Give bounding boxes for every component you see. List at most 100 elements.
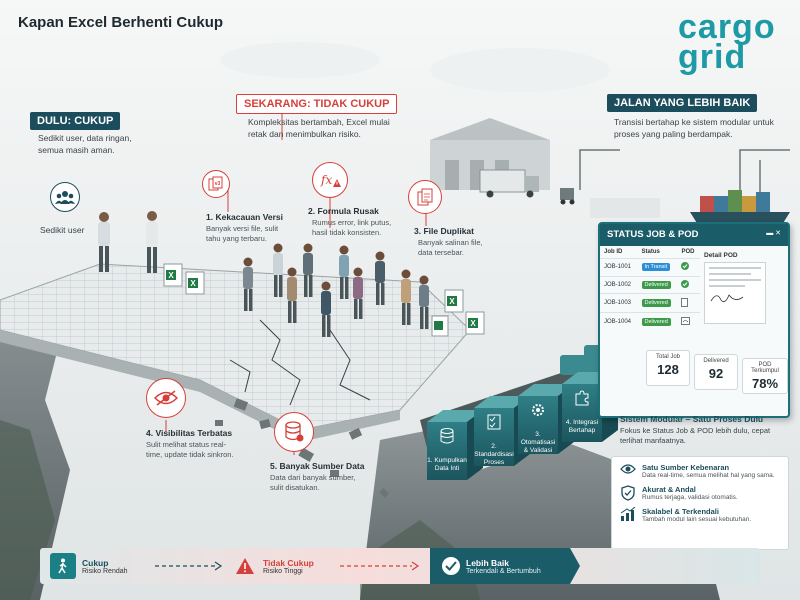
window-controls-icon[interactable]: ▬ ✕	[766, 230, 781, 237]
modular-system-callout: Sistem Modular – Satu Proses Dulu Fokus …	[620, 414, 790, 446]
modular-title: Sistem Modular – Satu Proses Dulu	[620, 414, 764, 424]
job-id-cell: JOB-1001	[600, 258, 638, 277]
block-4-label: 4. Integrasi Bertahap	[565, 419, 599, 434]
excel-file-icons: X X X X	[163, 263, 485, 337]
block-3-label: 3. Otomatisasi & Validasi	[520, 431, 556, 454]
kpi-label: POD Terkumpul	[751, 362, 779, 374]
pod-cell	[677, 293, 700, 313]
check-circle-icon	[681, 262, 690, 272]
section-header-sekarang: SEKARANG: TIDAK CUKUP	[236, 94, 398, 114]
gear-icon	[532, 404, 544, 416]
problem-3-desc: Banyak salinan file, data tersebar.	[418, 238, 483, 257]
benefit-1-title: Satu Sumber Kebenaran	[642, 463, 730, 472]
checklist-icon	[487, 414, 501, 430]
status-badge: Delivered	[641, 299, 671, 308]
kpi-pod-terkumpul: POD Terkumpul 78%	[742, 358, 788, 394]
section-header-dulu: DULU: CUKUP	[30, 112, 121, 130]
forklift-illustration	[560, 188, 575, 205]
truck-illustration	[479, 169, 539, 198]
problem-2-title: 2. Formula Rusak	[308, 206, 379, 216]
document-icon	[681, 297, 689, 309]
pod-document-preview[interactable]	[704, 262, 766, 324]
job-id-cell: JOB-1003	[600, 293, 638, 313]
broken-formula-icon: fx	[312, 162, 348, 198]
walking-person-icon	[50, 553, 76, 579]
stage-2-title: Tidak Cukup	[263, 557, 314, 568]
problem-4-desc: Sulit melihat status real-time, update t…	[146, 440, 234, 459]
few-users-label: Sedikit user	[40, 225, 85, 235]
few-users-icon	[50, 182, 80, 212]
kpi-delivered: Delivered 92	[694, 354, 738, 390]
block-2-label: 2. Standardisasi Proses	[474, 443, 514, 466]
svg-text:X: X	[168, 271, 174, 280]
stage-2-sub: Risiko Tinggi	[263, 567, 303, 575]
benefit-3-desc: Tambah modul lain sesuai kebutuhan.	[642, 516, 752, 523]
block-1-label: 1. Kumpulkan Data Inti	[427, 457, 467, 472]
signature-icon	[710, 294, 744, 303]
pod-cell	[677, 275, 700, 294]
problem-5-desc: Data dari banyak sumber, sulit disatukan…	[270, 473, 356, 492]
stage-3-sub: Terkendali & Bertumbuh	[466, 567, 541, 575]
kpi-value: 128	[657, 362, 679, 377]
shield-check-icon	[621, 485, 635, 501]
status-badge: Delivered	[641, 281, 671, 290]
dashboard-title: STATUS JOB & POD	[607, 229, 699, 240]
kpi-value: 92	[708, 366, 724, 381]
status-dashboard: STATUS JOB & POD ▬ ✕ Job ID Status POD J…	[598, 222, 790, 418]
stage-1-sub: Risiko Rendah	[82, 567, 128, 575]
status-badge: Delivered	[641, 317, 671, 326]
falling-debris	[215, 398, 389, 498]
modular-desc: Fokus ke Status Job & POD lebih dulu, ce…	[620, 426, 771, 445]
section-desc-dulu: Sedikit user, data ringan, semua masih a…	[38, 133, 132, 155]
column-header: Job ID	[604, 249, 623, 255]
block-3: 3. Otomatisasi & Validasi	[518, 402, 558, 455]
kpi-total-job: Total Job 128	[646, 350, 690, 386]
svg-text:X: X	[190, 279, 196, 288]
version-files-icon: v3	[202, 170, 230, 198]
problem-1-title: 1. Kekacauan Versi	[206, 212, 284, 222]
pod-cell	[677, 312, 700, 330]
logo-line-2: grid	[678, 38, 747, 76]
problem-4-title: 4. Visibilitas Terbatas	[146, 428, 233, 438]
status-cell: Delivered	[637, 312, 678, 330]
problem-1-desc: Banyak versi file, sulit tahu yang terba…	[206, 224, 279, 243]
kpi-label: Total Job	[655, 354, 680, 360]
benefit-2-desc: Rumus terjaga, validasi otomatis.	[642, 494, 738, 501]
page-title: Kapan Excel Berhenti Cukup	[18, 14, 224, 31]
column-header: Status	[641, 249, 660, 255]
file-version-badge: v3	[215, 181, 221, 187]
brand-logo: cargo grid	[678, 10, 786, 74]
problem-3-title: 3. File Duplikat	[414, 226, 474, 236]
dashboard-header: STATUS JOB & POD ▬ ✕	[600, 224, 788, 246]
benefit-2-title: Akurat & Andal	[642, 485, 696, 494]
check-circle-icon	[442, 557, 460, 575]
people-walking	[98, 211, 429, 337]
job-id-cell: JOB-1002	[600, 275, 638, 294]
database-icon	[274, 412, 314, 452]
growth-chart-icon	[620, 507, 636, 521]
svg-text:fx: fx	[320, 173, 332, 187]
benefit-1-desc: Data real-time, semua melihat hal yang s…	[642, 472, 775, 479]
job-id-cell: JOB-1004	[600, 312, 638, 330]
check-circle-icon	[681, 280, 690, 290]
kpi-label: Delivered	[703, 358, 729, 364]
problem-2-desc: Rumus error, link putus, hasil tidak kon…	[312, 218, 392, 237]
progress-track	[40, 548, 760, 584]
svg-text:X: X	[470, 319, 476, 328]
block-1: 1. Kumpulkan Data Inti	[427, 428, 467, 473]
stage-1-title: Cukup	[82, 557, 109, 568]
section-desc-jalan: Transisi bertahap ke sistem modular untu…	[614, 117, 774, 139]
logo-line-1: cargo	[678, 8, 776, 46]
